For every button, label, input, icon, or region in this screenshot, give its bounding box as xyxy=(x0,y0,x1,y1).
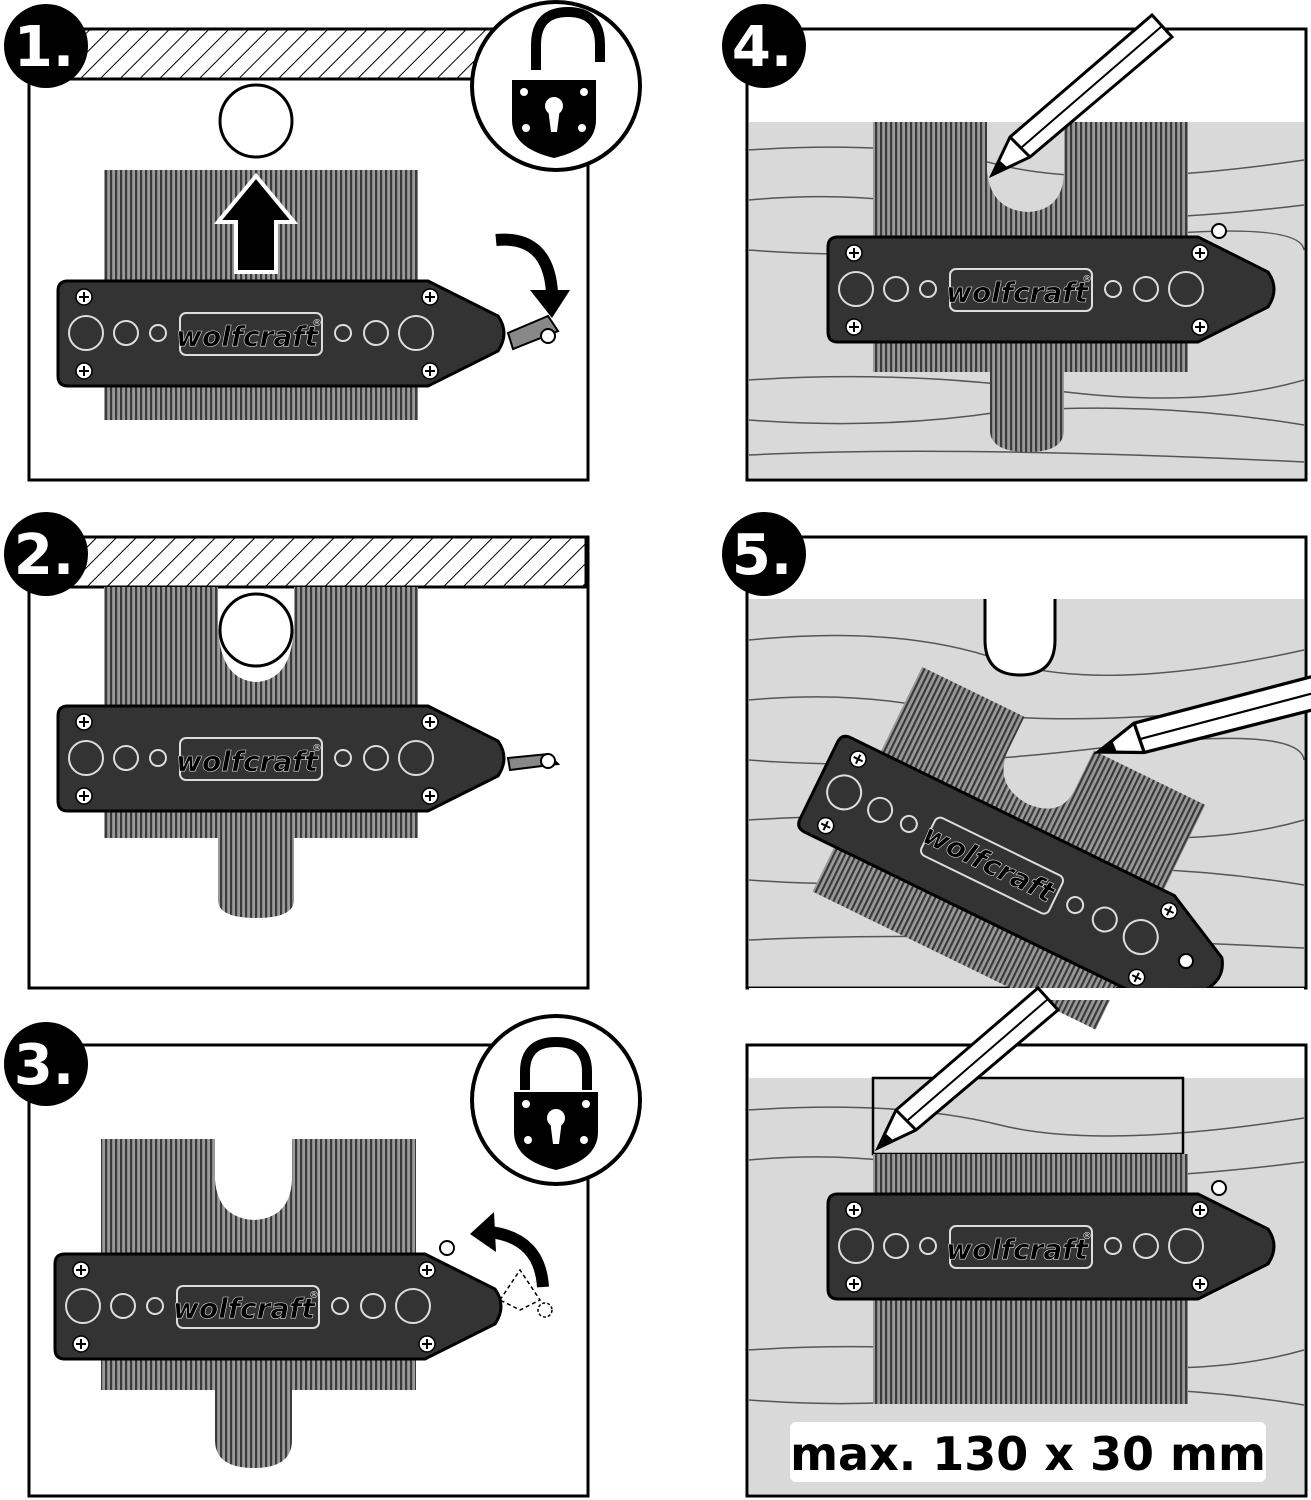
panel-step-4: wolfcraft ® 4. xyxy=(722,4,1308,482)
brand-logo: wolfcraft xyxy=(946,1233,1089,1266)
step-badge-3: 3. xyxy=(4,1022,88,1106)
padlock-closed-icon xyxy=(470,1014,642,1186)
brand-logo: wolfcraft xyxy=(173,1292,316,1325)
arrow-curved-clockwise-icon xyxy=(495,233,558,293)
step-badge-4: 4. xyxy=(722,4,806,88)
padlock-open-icon xyxy=(470,0,642,172)
panel-step-1: wolfcraft ® 1. xyxy=(4,0,642,482)
brand-registered: ® xyxy=(312,743,322,754)
step-number-2: 2. xyxy=(14,523,74,588)
brand-registered: ® xyxy=(309,1290,319,1301)
panel-step-3: wolfcraft ® 3. xyxy=(4,1014,642,1498)
brand-logo: wolfcraft xyxy=(946,276,1089,309)
max-size-box xyxy=(790,1422,1266,1482)
step-number-1: 1. xyxy=(14,15,74,80)
step-badge-5: 5. xyxy=(722,512,806,596)
arrow-up-icon xyxy=(213,172,299,274)
brand-registered: ® xyxy=(1082,274,1092,285)
gauge-body xyxy=(56,279,560,388)
brand-registered: ® xyxy=(1082,1231,1092,1242)
panel-step-2: wolfcraft ® 2. xyxy=(4,512,590,990)
step-number-3: 3. xyxy=(14,1033,74,1098)
brand-logo: wolfcraft xyxy=(176,320,319,353)
brand-logo: wolfcraft xyxy=(176,745,319,778)
arrow-curved-counterclockwise-icon xyxy=(489,1226,549,1288)
pipe-circle xyxy=(218,83,294,159)
max-size-label: max. 130 x 30 mm xyxy=(790,1427,1266,1481)
step-badge-1: 1. xyxy=(4,4,88,88)
panel-step-5: wolfcraft 5. xyxy=(722,512,1311,1030)
brand-registered: ® xyxy=(312,318,322,329)
gauge-rotated: wolfcraft xyxy=(794,666,1245,1030)
step-number-4: 4. xyxy=(732,15,792,80)
step-badge-2: 2. xyxy=(4,512,88,596)
pipe-circle xyxy=(218,592,294,668)
panel-max-size: wolfcraft ® max. 130 x 30 mm xyxy=(745,986,1308,1498)
traced-outline xyxy=(983,599,1057,677)
step-number-5: 5. xyxy=(732,523,792,588)
wall-hatch xyxy=(64,535,588,589)
